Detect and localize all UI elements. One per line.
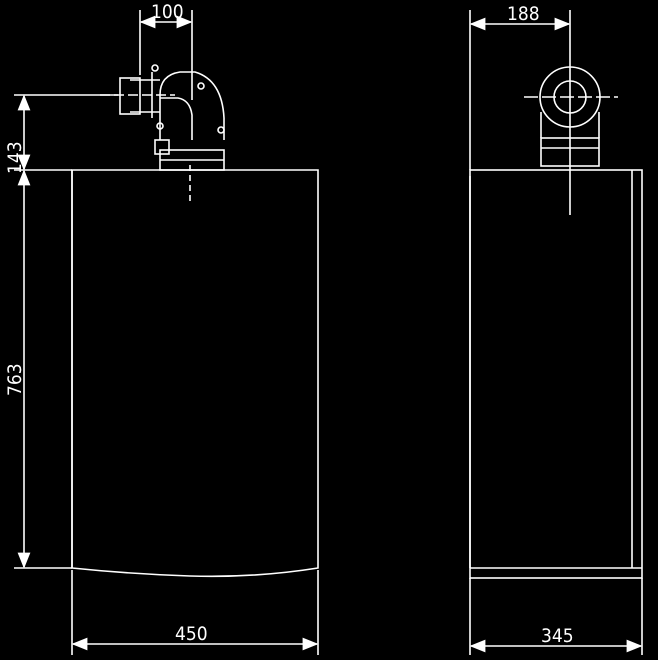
side-view xyxy=(469,10,643,655)
dim-label-763: 763 xyxy=(4,363,26,396)
front-view xyxy=(14,10,319,655)
dim-label-345: 345 xyxy=(541,625,574,647)
front-body-outline xyxy=(71,169,319,578)
dim-label-100: 100 xyxy=(151,1,184,23)
front-flue-elbow xyxy=(159,71,225,140)
dim-label-450: 450 xyxy=(175,623,208,645)
front-flue-horizontal-pipe xyxy=(119,77,141,115)
dim-label-143: 143 xyxy=(4,141,26,174)
dim-label-188: 188 xyxy=(507,3,540,25)
front-flue-adaptor xyxy=(154,139,170,155)
side-body-outline xyxy=(469,169,643,579)
